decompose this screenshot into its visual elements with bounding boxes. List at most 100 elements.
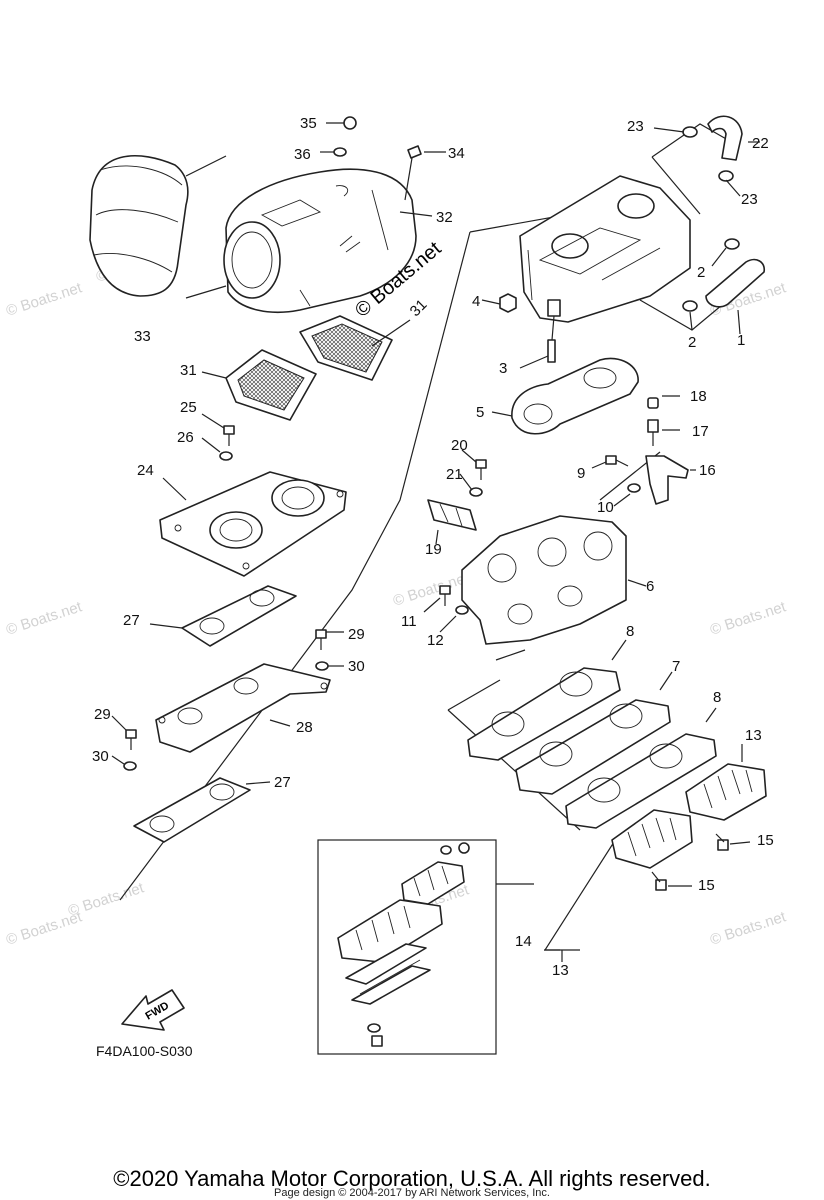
bolt-25-washer-26 bbox=[201, 413, 235, 461]
part-label: 31 bbox=[407, 296, 431, 320]
gasket-5 bbox=[511, 357, 639, 435]
part-label: 11 bbox=[401, 613, 417, 630]
part-label: 8 bbox=[713, 689, 721, 706]
part-label: 31 bbox=[180, 362, 197, 379]
clamp-23 bbox=[682, 126, 698, 138]
flame-arrestor-screens bbox=[201, 315, 411, 421]
part-label: 29 bbox=[94, 706, 111, 723]
stud-3 bbox=[547, 339, 556, 363]
cap-18 bbox=[647, 397, 659, 409]
bolt-29-washer-30-b bbox=[111, 715, 137, 771]
bolt-29-washer-30-a bbox=[315, 629, 344, 671]
bolt-9-washer-10 bbox=[591, 455, 641, 507]
part-label: 27 bbox=[274, 774, 291, 791]
air-duct-boot bbox=[89, 154, 189, 297]
plate-28 bbox=[155, 663, 331, 753]
part-label: 36 bbox=[294, 146, 311, 163]
plug-part-35 bbox=[343, 116, 357, 130]
watermark-text: © Boats.net bbox=[4, 279, 85, 320]
clip-19 bbox=[427, 499, 477, 531]
watermark-text: © Boats.net bbox=[4, 598, 85, 639]
carb-base-plate bbox=[159, 471, 347, 577]
part-label: 2 bbox=[697, 264, 705, 281]
part-label: 5 bbox=[476, 404, 484, 421]
hose-22 bbox=[707, 115, 743, 161]
part-label: 25 bbox=[180, 399, 197, 416]
part-label: 24 bbox=[137, 462, 154, 479]
part-label: 26 bbox=[177, 429, 194, 446]
reed-valve-13-left bbox=[611, 809, 693, 869]
leader-13-14 bbox=[544, 949, 580, 962]
part-label: 16 bbox=[699, 462, 716, 479]
part-label: 13 bbox=[745, 727, 762, 744]
part-label: 29 bbox=[348, 626, 365, 643]
gasket-27-upper bbox=[149, 585, 297, 647]
part-label: 14 bbox=[515, 933, 532, 950]
stud-nut-gasket bbox=[481, 293, 639, 435]
clip-19-bolt-20-washer-21 bbox=[427, 449, 487, 545]
part-label: 32 bbox=[436, 209, 453, 226]
bolt-17 bbox=[647, 419, 659, 433]
o-ring-part-36 bbox=[333, 147, 347, 157]
nut-4 bbox=[499, 293, 517, 313]
drawing-code: F4DA100-S030 bbox=[96, 1043, 193, 1059]
reed-gasket-8-lower bbox=[565, 707, 717, 829]
reed-valve-13-right bbox=[685, 744, 767, 821]
part-label: 3 bbox=[499, 360, 507, 377]
bracket-16 bbox=[645, 455, 689, 505]
part-label: 15 bbox=[698, 877, 715, 894]
bolt-head-part-34 bbox=[407, 145, 422, 159]
bracket-16-17-18 bbox=[645, 395, 696, 505]
hose-1 bbox=[705, 258, 766, 308]
part-label: 13 bbox=[552, 962, 569, 979]
washer-21 bbox=[469, 487, 483, 497]
intake-manifold bbox=[461, 515, 647, 645]
watermark-text: © Boats.net bbox=[708, 598, 789, 639]
part-label: 10 bbox=[597, 499, 614, 516]
fwd-arrow: FWD bbox=[121, 989, 185, 1031]
watermark-text: © Boats.net bbox=[708, 908, 789, 949]
part-label: 30 bbox=[92, 748, 109, 765]
part-label: 19 bbox=[425, 541, 442, 558]
part-label: 1 bbox=[737, 332, 745, 349]
bolt-20 bbox=[475, 459, 487, 469]
hoses-and-clamps bbox=[653, 115, 766, 335]
part-label: 17 bbox=[692, 423, 709, 440]
watermark-text: © Boats.net bbox=[66, 879, 147, 920]
part-label: 23 bbox=[741, 191, 758, 208]
top-fasteners bbox=[320, 116, 446, 217]
part-label: 33 bbox=[134, 328, 151, 345]
part-label: 27 bbox=[123, 612, 140, 629]
gasket-27-lower bbox=[133, 777, 271, 843]
part-label: 30 bbox=[348, 658, 365, 675]
reed-plate-7 bbox=[515, 671, 673, 795]
part-number-labels: 1 2 2 3 4 5 6 7 8 8 9 10 11 12 13 13 14 … bbox=[92, 115, 774, 979]
part-label: 28 bbox=[296, 719, 313, 736]
intake-silencer bbox=[223, 168, 417, 313]
part-label: 2 bbox=[688, 334, 696, 351]
page-design-text: Page design © 2004-2017 by ARI Network S… bbox=[274, 1187, 550, 1199]
part-label: 20 bbox=[451, 437, 468, 454]
reed-gasket-8-upper bbox=[467, 639, 627, 761]
part-label: 9 bbox=[577, 465, 585, 482]
part-label: 22 bbox=[752, 135, 769, 152]
part-label: 23 bbox=[627, 118, 644, 135]
bolt-15 bbox=[651, 833, 751, 891]
part-label: 4 bbox=[472, 293, 480, 310]
clamp-23 bbox=[718, 170, 734, 182]
clamp-2 bbox=[724, 238, 740, 250]
watermark-text: © Boats.net bbox=[391, 569, 472, 610]
copyright-text: ©2020 Yamaha Motor Corporation, U.S.A. A… bbox=[113, 1166, 710, 1191]
part-label: 18 bbox=[690, 388, 707, 405]
part-label: 8 bbox=[626, 623, 634, 640]
part-label: 6 bbox=[646, 578, 654, 595]
reed-valve-detail-inset bbox=[317, 839, 534, 1055]
part-label: 15 bbox=[757, 832, 774, 849]
clamp-2 bbox=[682, 300, 698, 312]
part-label: 21 bbox=[446, 466, 463, 483]
part-label: 35 bbox=[300, 115, 317, 132]
carburetor-assembly bbox=[519, 175, 691, 341]
part-label: 34 bbox=[448, 145, 465, 162]
part-label: 12 bbox=[427, 632, 444, 649]
